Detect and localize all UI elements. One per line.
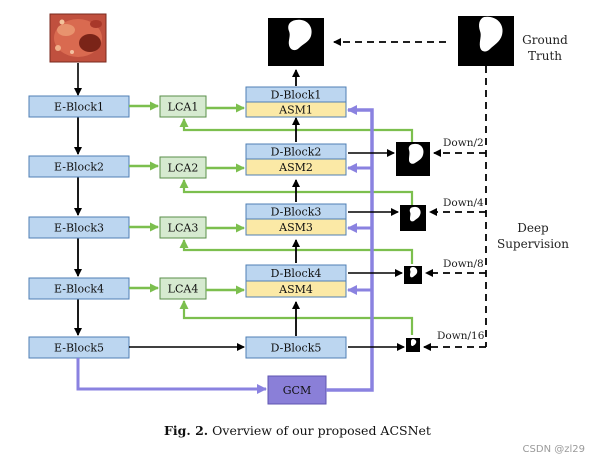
lca-to-asm-arrows [206,103,245,295]
lca4: LCA4 [159,277,207,300]
gcm-context-arrows [326,105,374,392]
down2-label: Down/2 [443,137,484,149]
lca1-label: LCA1 [168,101,199,114]
ground-truth-label: Ground Truth [522,33,568,63]
figure-caption-text: Overview of our proposed ACSNet [208,423,431,438]
e-block5-label: E-Block5 [54,342,104,355]
input-image [49,13,107,63]
lca3-label: LCA3 [168,222,199,235]
asm2: ASM2 [245,158,347,176]
asm2-label: ASM2 [278,161,313,174]
asm3-label: ASM3 [278,221,313,234]
deep-supervision-arrows [423,66,487,351]
side-prediction-4 [406,338,420,352]
d-block5: D-Block5 [245,336,347,359]
lca4-label: LCA4 [168,283,199,296]
deep-supervision-label-line1: Deep [517,221,549,235]
lca1: LCA1 [159,95,207,118]
ground-truth-label-line1: Ground [522,33,568,47]
eblock5-to-gcm-arrow [76,358,267,394]
side-prediction-masks [396,142,430,352]
down16-label: Down/16 [437,330,485,342]
d-block1-label: D-Block1 [271,89,322,102]
ground-truth-mask [458,16,514,66]
deep-supervision-label: Deep Supervision [497,221,569,251]
asm1-label: ASM1 [278,104,313,117]
asm3: ASM3 [245,218,347,236]
d-block2: D-Block2 [245,143,347,160]
d-block3: D-Block3 [245,203,347,220]
d-block1: D-Block1 [245,86,347,103]
lca2-label: LCA2 [168,162,199,175]
e-block3-label: E-Block3 [54,222,104,235]
down8-label: Down/8 [443,258,484,270]
d-block2-label: D-Block2 [271,146,322,159]
e-block4: E-Block4 [28,277,130,300]
e-block2-label: E-Block2 [54,161,104,174]
down4-label: Down/4 [443,197,484,209]
decoder-column: D-Block1 ASM1 D-Block2 ASM2 D-Block3 ASM… [245,86,347,359]
d-block4: D-Block4 [245,264,347,282]
downsample-labels: Down/2 Down/4 Down/8 Down/16 [437,137,485,342]
e-block3: E-Block3 [28,216,130,239]
deep-supervision-label-line2: Supervision [497,237,569,251]
lca-column: LCA1 LCA2 LCA3 LCA4 [159,95,207,300]
e-block5: E-Block5 [28,336,130,359]
side-prediction-1 [396,142,430,176]
lca3: LCA3 [159,216,207,239]
encoder-to-lca-arrows [129,101,159,293]
e-block2: E-Block2 [28,155,130,178]
d-block4-label: D-Block4 [271,267,322,280]
figure-caption-label: Fig. 2. [164,423,209,438]
side-prediction-2 [400,205,426,231]
d-block5-label: D-Block5 [271,342,322,355]
lca2: LCA2 [159,156,207,179]
output-prediction-mask [268,18,324,66]
e-block4-label: E-Block4 [54,283,104,296]
ground-truth-label-line2: Truth [528,49,562,63]
side-prediction-3 [404,266,422,284]
figure-caption: Fig. 2. Overview of our proposed ACSNet [0,423,595,438]
asm4-label: ASM4 [278,283,313,296]
asm4: ASM4 [245,280,347,298]
gcm-block: GCM [267,375,327,405]
prediction-feedback-arrows [179,118,414,335]
decoder-to-prediction-arrows [348,149,405,351]
d-block3-label: D-Block3 [271,206,322,219]
gcm-label: GCM [283,384,311,397]
encoder-column: E-Block1 E-Block2 E-Block3 E-Block4 E-Bl… [28,95,130,359]
e-block1: E-Block1 [28,95,130,118]
asm1: ASM1 [245,101,347,118]
watermark: CSDN @zl29 [522,444,585,455]
e-block1-label: E-Block1 [54,101,104,114]
